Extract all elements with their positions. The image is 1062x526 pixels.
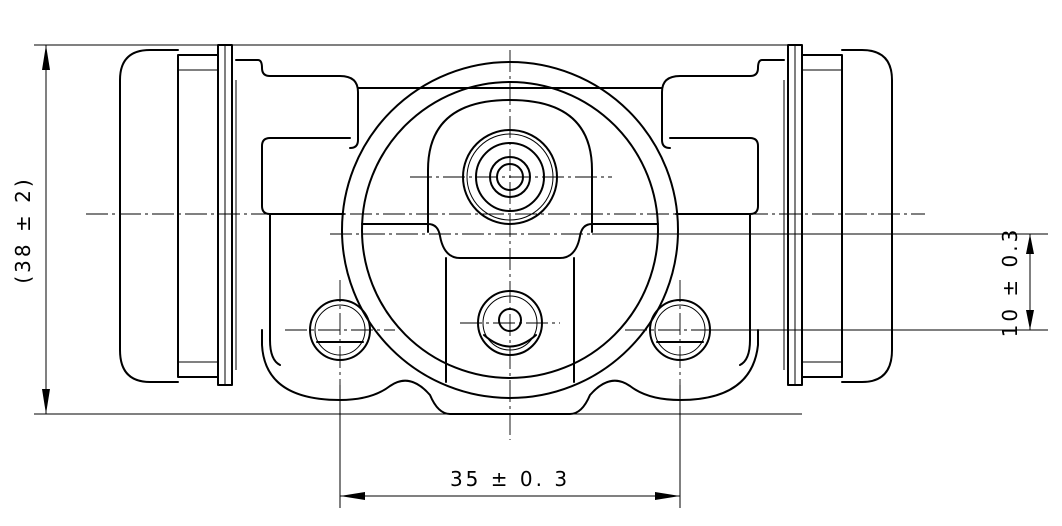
spacing-dimension [339,385,681,508]
height-dimension [34,44,802,415]
right-dust-boot [801,49,893,383]
offset-dimension-label: 10 ± 0.3 [998,227,1022,338]
center-lines [86,50,925,440]
left-dust-boot [119,49,219,383]
spacing-dimension-label: 35 ± 0. 3 [450,467,570,491]
height-dimension-label: (38 ± 2) [11,176,35,283]
offset-dimension [592,233,1048,331]
